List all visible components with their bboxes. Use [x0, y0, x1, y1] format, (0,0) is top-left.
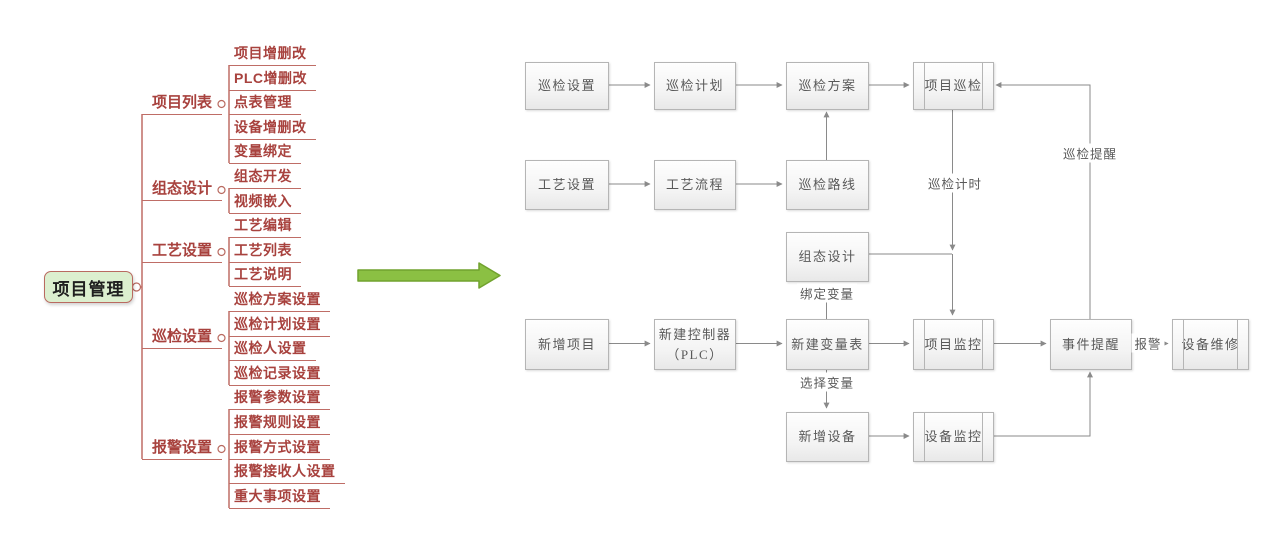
mindmap-leaf-process-description[interactable]: 工艺说明	[229, 265, 301, 287]
mindmap-leaf-inspection-plan-settings[interactable]: 巡检计划设置	[229, 315, 330, 337]
mindmap-leaf-inspection-record-settings[interactable]: 巡检记录设置	[229, 364, 330, 386]
mindmap-leaf-configuration-development[interactable]: 组态开发	[229, 167, 301, 189]
mindmap-leaf-alarm-recipient-settings[interactable]: 报警接收人设置	[229, 462, 345, 484]
collapse-handles[interactable]	[131, 99, 226, 454]
flow-node-new-project[interactable]: 新增项目	[525, 319, 609, 370]
branch-collapse-handle	[217, 444, 226, 454]
branch-collapse-handle	[217, 185, 226, 195]
mindmap-leaf-plc-crud[interactable]: PLC增删改	[229, 69, 316, 91]
mindmap-leaf-alarm-parameter-settings[interactable]: 报警参数设置	[229, 388, 330, 410]
mindmap-leaf-project-crud[interactable]: 项目增删改	[229, 44, 316, 66]
mindmap-branch-configuration-design[interactable]: 组态设计	[142, 179, 222, 201]
mindmap-leaf-point-table-management[interactable]: 点表管理	[229, 93, 301, 115]
edge-label-inspection-reminder: 巡检提醒	[1059, 143, 1121, 163]
branch-collapse-handle	[217, 333, 226, 343]
root-collapse-handle	[131, 282, 142, 292]
mindmap-branch-alarm-settings[interactable]: 报警设置	[142, 438, 222, 460]
branch-collapse-handle	[217, 99, 226, 109]
flow-node-inspection-scheme[interactable]: 巡检方案	[786, 62, 869, 110]
flow-node-process-flow[interactable]: 工艺流程	[654, 160, 736, 210]
mindmap-leaf-video-embedding[interactable]: 视频嵌入	[229, 192, 301, 214]
flow-node-inspection-route[interactable]: 巡检路线	[786, 160, 869, 210]
green-transform-arrow	[357, 262, 501, 289]
mindmap-leaf-variable-binding[interactable]: 变量绑定	[229, 142, 301, 164]
flow-node-project-inspection[interactable]: 项目巡检	[913, 62, 994, 110]
branch-collapse-handle	[217, 247, 226, 257]
mindmap-branch-inspection-settings[interactable]: 巡检设置	[142, 327, 222, 349]
flow-node-process-settings[interactable]: 工艺设置	[525, 160, 609, 210]
flow-node-inspection-plan[interactable]: 巡检计划	[654, 62, 736, 110]
mindmap-leaf-inspector-settings[interactable]: 巡检人设置	[229, 339, 316, 361]
flow-node-new-equipment[interactable]: 新增设备	[786, 412, 869, 462]
flow-node-new-variable-table[interactable]: 新建变量表	[786, 319, 869, 370]
flow-node-equipment-maintenance[interactable]: 设备维修	[1172, 319, 1249, 370]
mindmap-leaf-major-event-settings[interactable]: 重大事项设置	[229, 487, 330, 509]
mindmap-leaf-process-list[interactable]: 工艺列表	[229, 241, 301, 263]
mindmap-leaf-inspection-scheme-settings[interactable]: 巡检方案设置	[229, 290, 330, 312]
edge-label-alarm: 报警	[1131, 333, 1165, 353]
mindmap-leaf-alarm-rule-settings[interactable]: 报警规则设置	[229, 413, 330, 435]
flow-edges	[607, 82, 1169, 439]
mindmap-leaf-device-crud[interactable]: 设备增删改	[229, 118, 316, 140]
flow-node-equipment-monitoring[interactable]: 设备监控	[913, 412, 994, 462]
flow-node-new-controller-plc[interactable]: 新建控制器 （PLC）	[654, 319, 736, 370]
flow-node-configuration-design[interactable]: 组态设计	[786, 232, 869, 282]
edge-label-inspection-timing: 巡检计时	[924, 173, 986, 193]
flow-node-project-monitoring[interactable]: 项目监控	[913, 319, 994, 370]
mindmap-root[interactable]: 项目管理	[44, 271, 133, 303]
mindmap-leaf-alarm-method-settings[interactable]: 报警方式设置	[229, 438, 330, 460]
edge-label-bind-variable: 绑定变量	[796, 283, 858, 303]
mindmap-branch-process-settings[interactable]: 工艺设置	[142, 241, 222, 263]
mindmap-branch-project-list[interactable]: 项目列表	[142, 93, 222, 115]
flow-node-event-reminder[interactable]: 事件提醒	[1050, 319, 1132, 370]
flow-node-inspection-settings[interactable]: 巡检设置	[525, 62, 609, 110]
edge-label-select-variable: 选择变量	[796, 372, 858, 392]
mindmap-leaf-process-edit[interactable]: 工艺编辑	[229, 216, 301, 238]
